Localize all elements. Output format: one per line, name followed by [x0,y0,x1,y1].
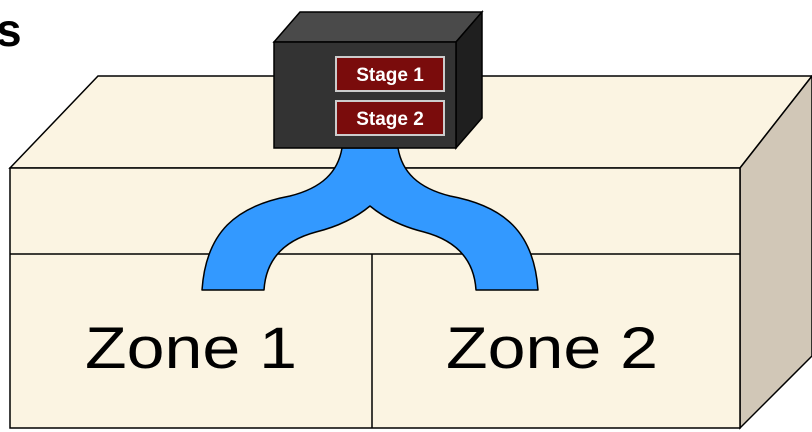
hvac-unit-top [272,11,484,43]
stage-2-box [335,100,445,136]
zone-1-label: Zone 1 [85,316,297,381]
stage-2-indicator: Stage 2 [335,100,445,136]
stage-1-label: Stage 1 [356,65,424,86]
stage-1-box [335,56,445,92]
title-fragment: s [0,4,22,56]
stage-2-label: Stage 2 [356,109,424,130]
split-duct [201,147,539,291]
stage-1-indicator: Stage 1 [335,56,445,92]
building-front-face [9,167,741,429]
zone-2-label: Zone 2 [446,316,658,381]
